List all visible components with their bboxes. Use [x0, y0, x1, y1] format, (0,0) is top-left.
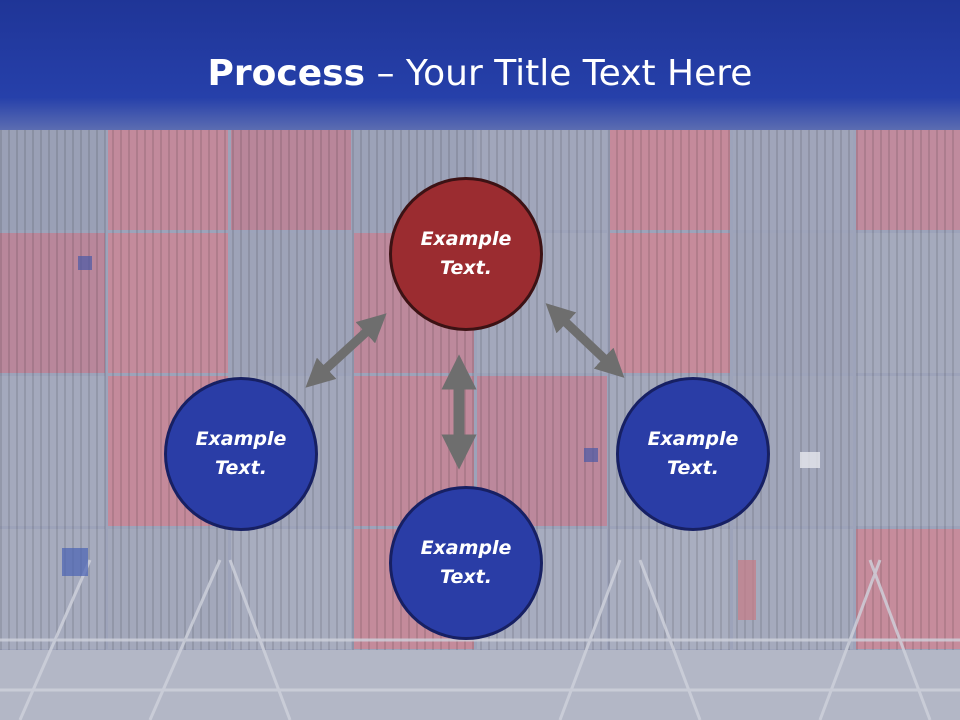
title-band [0, 0, 960, 130]
process-node-left[interactable]: Example Text. [164, 377, 318, 531]
process-node-bottom[interactable]: Example Text. [389, 486, 543, 640]
slide-title: Process – Your Title Text Here [0, 52, 960, 96]
node-label: Example Text. [420, 228, 512, 279]
process-node-top[interactable]: Example Text. [389, 177, 543, 331]
process-node-right[interactable]: Example Text. [616, 377, 770, 531]
arrow-top-left [305, 313, 387, 388]
node-label: Example Text. [420, 537, 512, 588]
title-rest-part: – Your Title Text Here [365, 53, 753, 94]
title-bold-part: Process [207, 53, 366, 94]
node-label: Example Text. [647, 428, 739, 479]
arrow-top-right [545, 303, 625, 378]
node-label: Example Text. [195, 428, 287, 479]
